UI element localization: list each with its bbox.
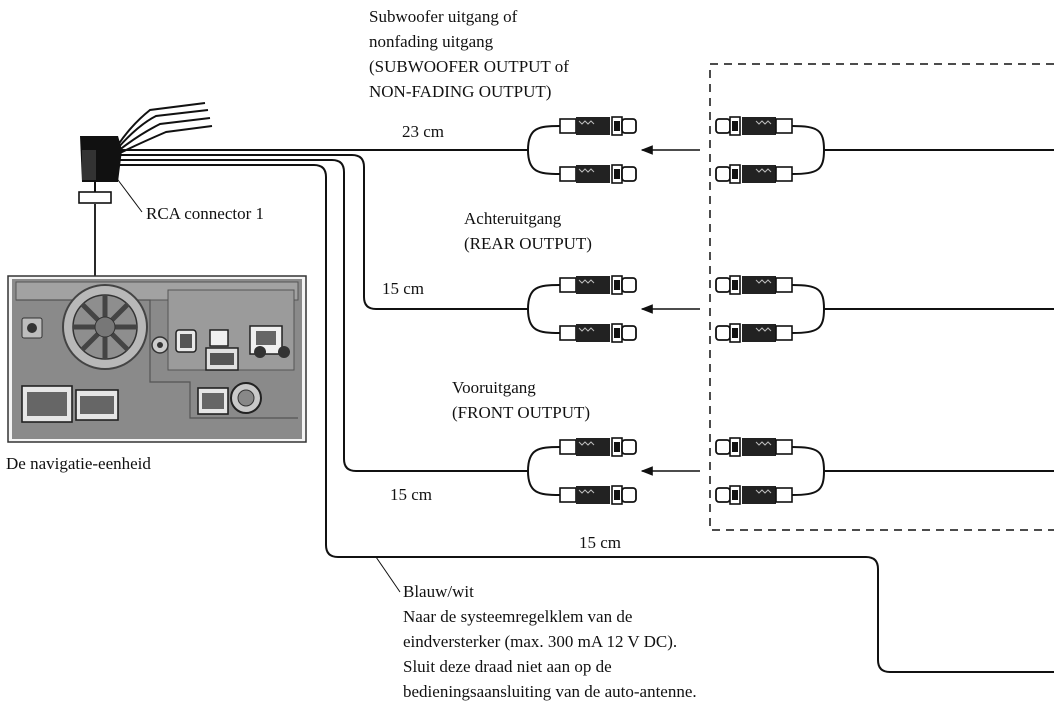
control-wire-length: 15 cm bbox=[579, 533, 622, 552]
harness bbox=[117, 102, 213, 155]
rear-title-2: (REAR OUTPUT) bbox=[464, 234, 592, 253]
connector-leader bbox=[111, 171, 143, 213]
connector-label: RCA connector 1 bbox=[146, 204, 265, 223]
wire-blue-white bbox=[118, 164, 1054, 673]
rca-pair-front bbox=[527, 437, 637, 505]
rca-pair-rear bbox=[527, 275, 637, 343]
subwoofer-title-3: (SUBWOOFER OUTPUT of bbox=[369, 57, 569, 76]
amplifier-dashed-box bbox=[709, 63, 1054, 531]
control-wire-line-3: eindversterker (max. 300 mA 12 V DC). bbox=[403, 632, 678, 651]
rca-pair-subwoofer bbox=[527, 116, 637, 184]
subwoofer-title-1: Subwoofer uitgang of bbox=[369, 7, 518, 26]
control-wire-line-2: Naar de systeemregelklem van de bbox=[403, 607, 633, 626]
wire-front bbox=[118, 159, 528, 472]
subwoofer-title-2: nonfading uitgang bbox=[369, 32, 494, 51]
rca-connector-1 bbox=[78, 136, 122, 204]
front-title-2: (FRONT OUTPUT) bbox=[452, 403, 591, 422]
subwoofer-title-4: NON-FADING OUTPUT) bbox=[369, 82, 552, 101]
control-wire-line-5: bedieningsaansluiting van de auto-antenn… bbox=[403, 682, 697, 701]
wire-rear bbox=[118, 154, 528, 310]
subwoofer-length: 23 cm bbox=[402, 122, 445, 141]
control-wire-line-4: Sluit deze draad niet aan op de bbox=[403, 657, 612, 676]
blue-white-leader bbox=[375, 556, 401, 593]
rca-pair-amp-rear bbox=[715, 275, 1054, 343]
rca-pair-amp-front bbox=[715, 437, 1054, 505]
rear-title-1: Achteruitgang bbox=[464, 209, 562, 228]
rca-pair-amp-subwoofer bbox=[715, 116, 1054, 184]
front-title-1: Vooruitgang bbox=[452, 378, 536, 397]
navigation-unit bbox=[7, 275, 307, 443]
front-length: 15 cm bbox=[390, 485, 433, 504]
rear-length: 15 cm bbox=[382, 279, 425, 298]
unit-label: De navigatie-eenheid bbox=[6, 454, 151, 473]
control-wire-line-1: Blauw/wit bbox=[403, 582, 474, 601]
